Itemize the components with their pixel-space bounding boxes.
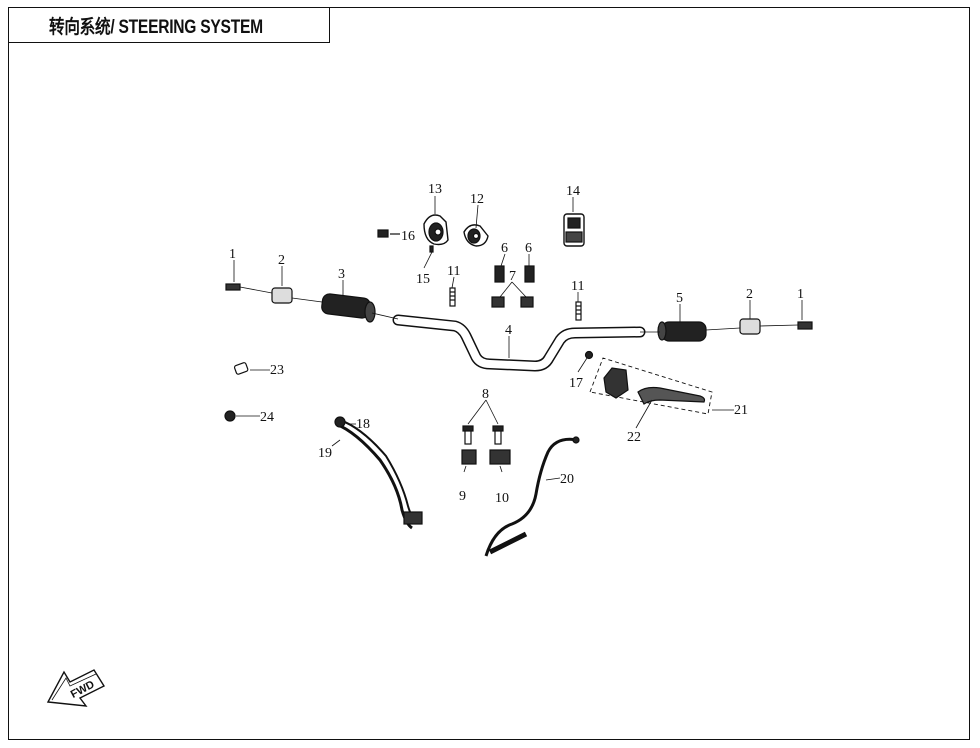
callout-19: 19 [318,446,332,461]
callout-23: 23 [270,363,284,378]
callout-16: 16 [401,229,415,244]
callout-3: 3 [338,267,345,282]
rubber-cap [233,362,249,375]
drawing-frame [8,7,970,740]
callout-11: 11 [447,264,460,279]
callout-17: 17 [569,376,583,391]
master-cylinder [603,367,629,399]
clutch-lever [637,386,706,405]
screw-left [449,287,456,307]
callout-11: 11 [571,279,584,294]
callout-15: 15 [416,272,430,287]
callout-14: 14 [566,184,580,199]
callout-10: 10 [495,491,509,506]
switch-screw [377,229,389,238]
left-grip [321,293,376,323]
callout-12: 12 [470,192,484,207]
clamp-upper-right [520,265,535,308]
callout-9: 9 [459,489,466,504]
callout-2: 2 [746,287,753,302]
clutch-cable [484,436,580,557]
callout-20: 20 [560,472,574,487]
right-grip [657,321,707,342]
callout-8: 8 [482,387,489,402]
callout-7: 7 [509,269,516,284]
page-title: 转向系统/ STEERING SYSTEM [49,16,263,38]
clip [224,410,236,422]
title-box: 转向系统/ STEERING SYSTEM [8,7,330,43]
callout-5: 5 [676,291,683,306]
lever-assembly-outline [589,357,713,415]
left-switch-housing [423,214,449,246]
callout-21: 21 [734,403,748,418]
switch-pin [429,245,434,253]
right-switch-housing [563,213,585,247]
callout-2: 2 [278,253,285,268]
callout-labels: 1 1 2 2 3 4 5 6 6 7 8 9 10 11 11 12 13 1… [229,182,804,506]
callout-1: 1 [797,287,804,302]
callout-13: 13 [428,182,442,197]
left-bar-end-bolt [225,283,241,291]
left-bar-end [271,287,293,304]
callout-6: 6 [525,241,532,256]
right-bar-end [739,318,761,335]
throttle-cable [334,416,423,530]
throttle-housing [463,224,489,247]
callout-22: 22 [627,430,641,445]
right-bar-end-bolt [797,321,813,330]
callout-4: 4 [505,323,512,338]
forward-direction-arrow: FWD [46,669,106,707]
clamp-bolt-right [489,425,511,465]
callout-24: 24 [260,410,274,425]
nut [584,350,594,360]
callout-18: 18 [356,417,370,432]
screw-right [575,301,582,321]
clamp-bolt-left [461,425,477,465]
callout-6: 6 [501,241,508,256]
callout-1: 1 [229,247,236,262]
clamp-upper-left [491,265,505,308]
